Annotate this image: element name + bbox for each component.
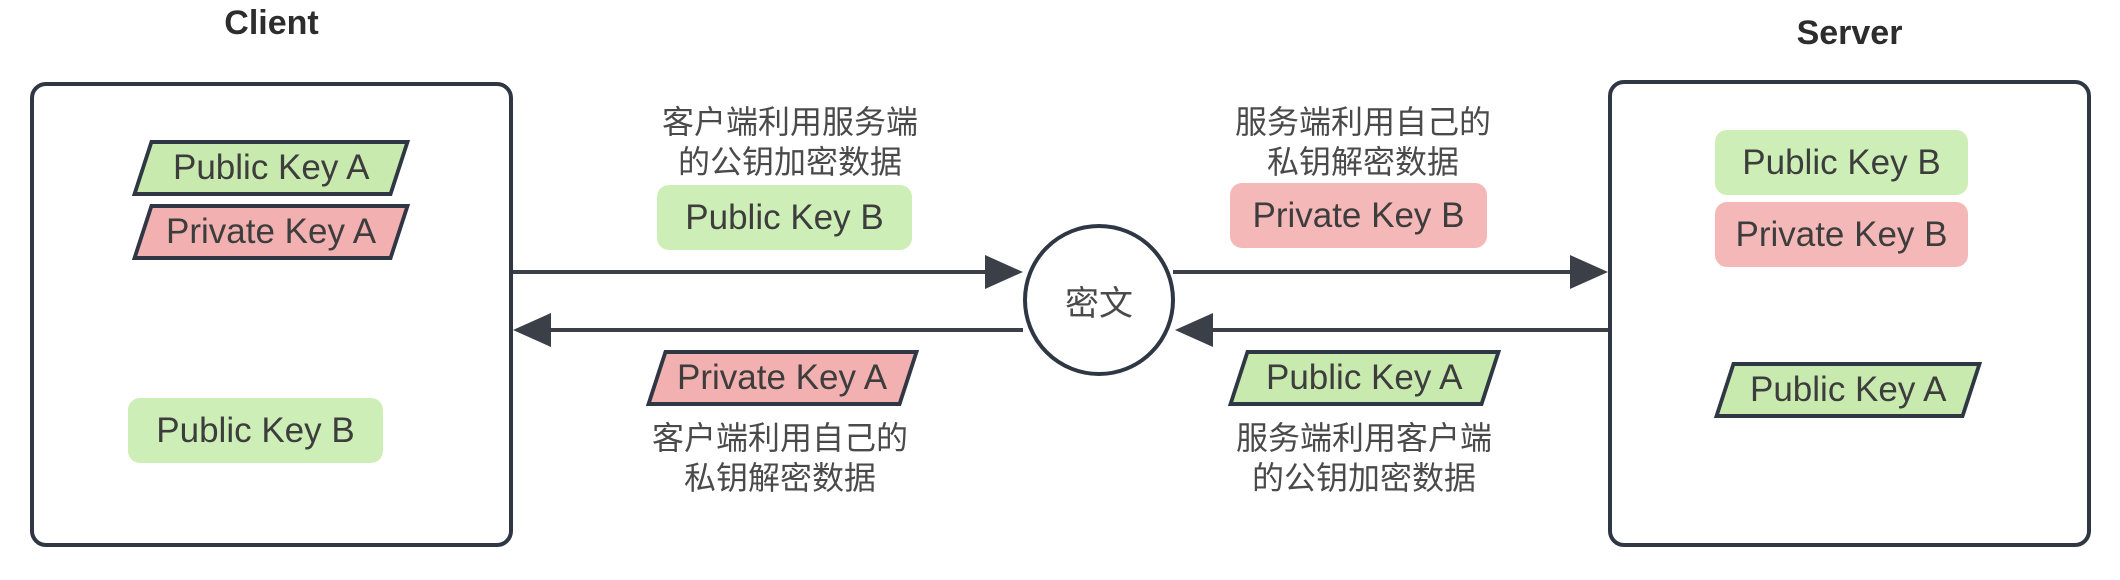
- client-public-key-b-shape: Public Key B: [128, 398, 383, 463]
- arrow-ciphertext-to-client-head-icon: [513, 313, 551, 347]
- arrow-client-to-ciphertext-line: [513, 270, 989, 274]
- flow-private-key-a-shape: Private Key A: [645, 350, 920, 406]
- server-box: Public Key B Private Key B Public Key A: [1608, 80, 2091, 547]
- client-public-key-b-label: Public Key B: [156, 410, 355, 450]
- ciphertext-node: 密文: [1023, 224, 1175, 376]
- client-title: Client: [224, 4, 319, 42]
- client-box: Public Key A Private Key A Public Key B: [30, 82, 513, 547]
- client-public-key-a-shape: Public Key A: [131, 140, 411, 196]
- ciphertext-label: 密文: [1065, 284, 1133, 323]
- caption-server-decrypt: 服务端利用自己的 私钥解密数据: [1234, 104, 1491, 180]
- server-private-key-b-label: Private Key B: [1735, 214, 1948, 254]
- flow-public-key-a-shape: Public Key A: [1227, 350, 1502, 406]
- server-title: Server: [1796, 14, 1903, 52]
- server-public-key-b-label: Public Key B: [1742, 142, 1941, 182]
- flow-private-key-a-label: Private Key A: [677, 358, 888, 397]
- caption-client-encrypt: 客户端利用服务端 的公钥加密数据: [661, 104, 918, 180]
- flow-private-key-b-label: Private Key B: [1252, 195, 1465, 235]
- arrow-ciphertext-to-client-line: [549, 328, 1023, 332]
- arrow-server-to-ciphertext-head-icon: [1175, 313, 1213, 347]
- server-public-key-a-shape: Public Key A: [1713, 362, 1983, 418]
- flow-public-key-b-label: Public Key B: [685, 197, 884, 237]
- client-public-key-a-label: Public Key A: [172, 148, 370, 187]
- server-public-key-b-shape: Public Key B: [1715, 130, 1968, 195]
- arrow-ciphertext-to-server-line: [1173, 270, 1572, 274]
- flow-public-key-b-shape: Public Key B: [657, 185, 912, 250]
- caption-client-decrypt: 客户端利用自己的 私钥解密数据: [651, 420, 908, 496]
- arrow-ciphertext-to-server-head-icon: [1570, 255, 1608, 289]
- client-private-key-a-shape: Private Key A: [131, 204, 411, 260]
- arrow-client-to-ciphertext-head-icon: [985, 255, 1023, 289]
- flow-public-key-a-label: Public Key A: [1266, 358, 1463, 397]
- arrow-server-to-ciphertext-line: [1211, 328, 1608, 332]
- flow-private-key-b-shape: Private Key B: [1230, 183, 1487, 248]
- client-private-key-a-label: Private Key A: [165, 212, 377, 251]
- server-private-key-b-shape: Private Key B: [1715, 202, 1968, 267]
- caption-server-encrypt: 服务端利用客户端 的公钥加密数据: [1235, 420, 1492, 496]
- server-public-key-a-label: Public Key A: [1749, 370, 1947, 409]
